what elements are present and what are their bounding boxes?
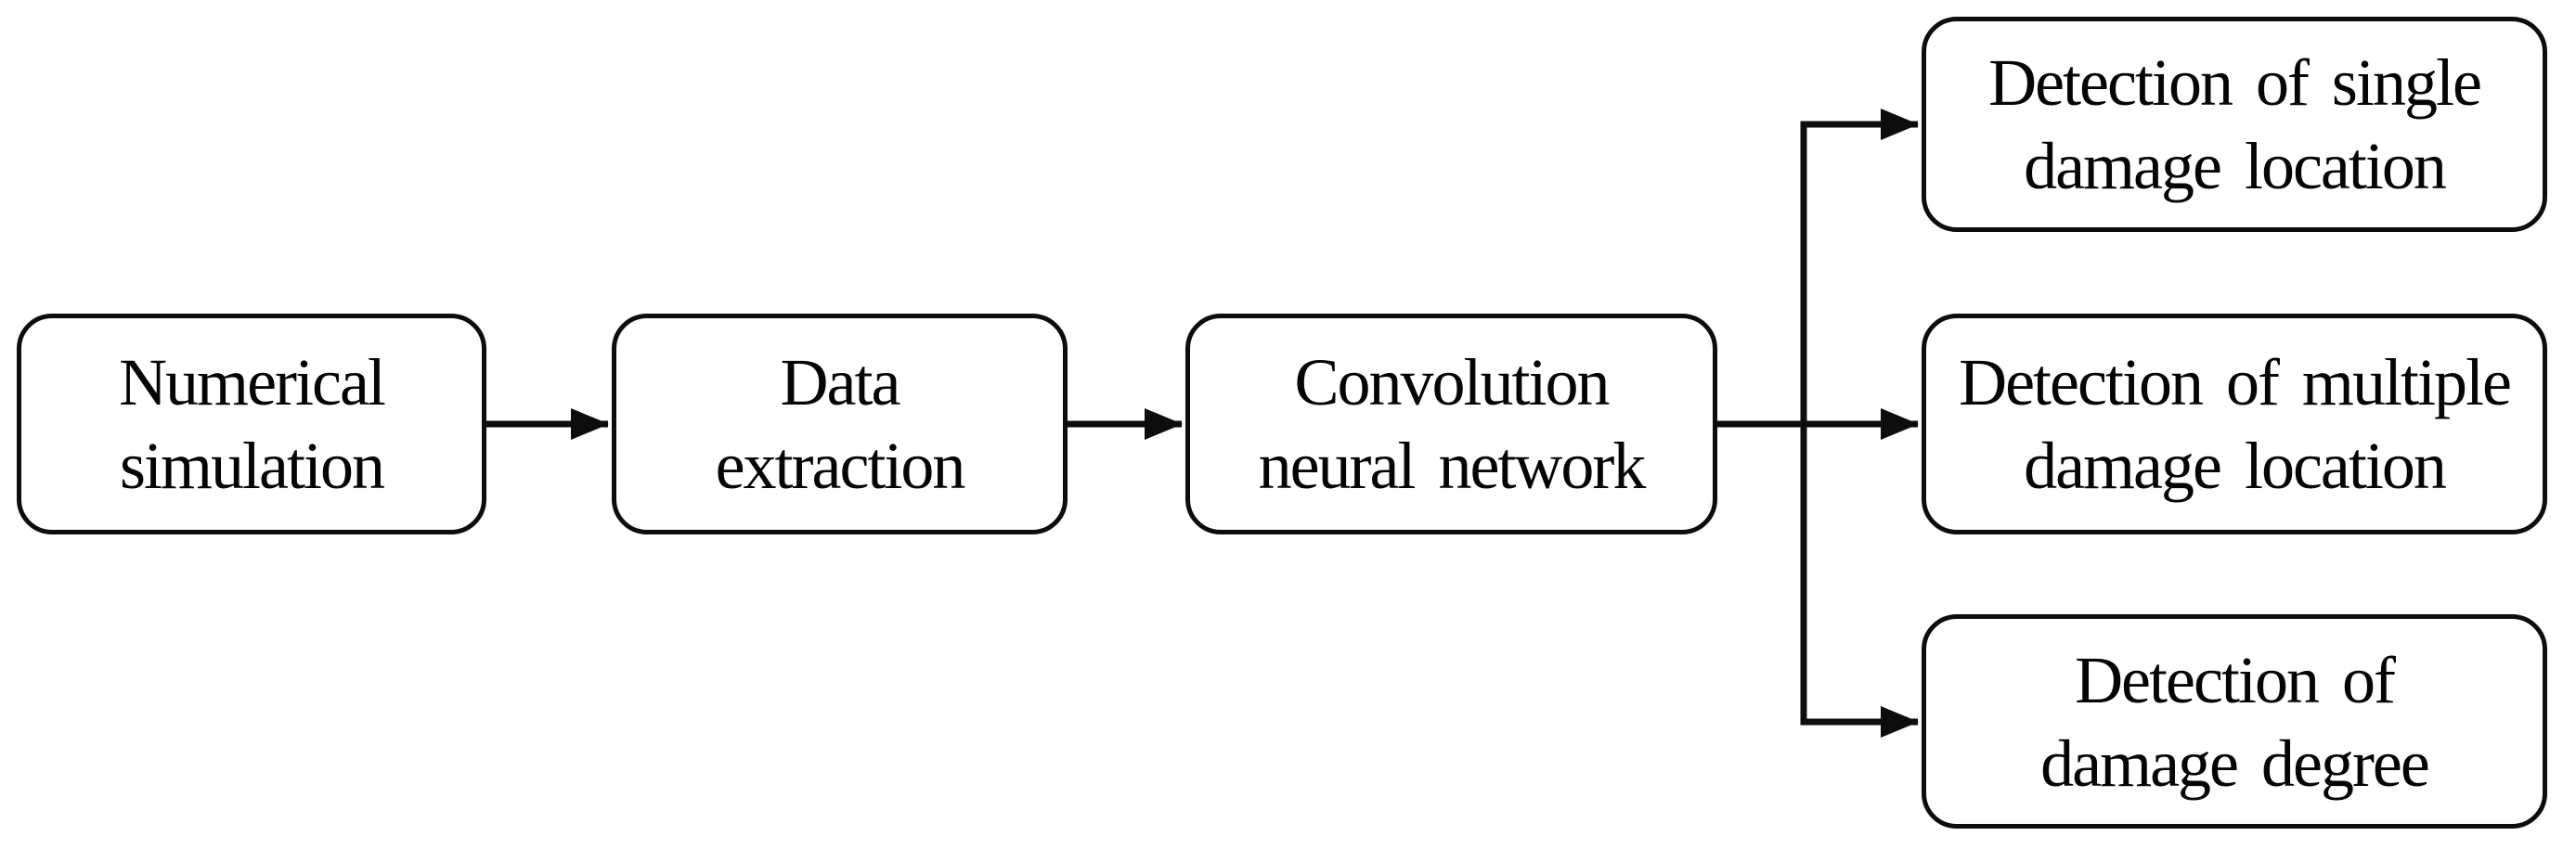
node-label-detection-single: Detection of single damage location [1988, 45, 2482, 203]
connector-cnn-to-single [1800, 109, 1919, 424]
node-label-data-extraction: Data extraction [715, 345, 966, 503]
node-detection-multiple-damage-location: Detection of multiple damage location [1922, 314, 2547, 534]
node-label-convolution-neural-network: Convolution neural network [1258, 345, 1647, 503]
node-data-extraction: Data extraction [612, 314, 1068, 534]
node-convolution-neural-network: Convolution neural network [1185, 314, 1717, 534]
node-label-detection-degree: Detection of damage degree [2040, 642, 2430, 801]
connector-cnn-to-degree [1800, 424, 1919, 738]
node-detection-damage-degree: Detection of damage degree [1922, 614, 2547, 829]
node-label-detection-multiple: Detection of multiple damage location [1959, 345, 2512, 503]
node-numerical-simulation: Numerical simulation [17, 314, 486, 534]
node-label-numerical-simulation: Numerical simulation [119, 345, 386, 503]
node-detection-single-damage-location: Detection of single damage location [1922, 17, 2547, 232]
